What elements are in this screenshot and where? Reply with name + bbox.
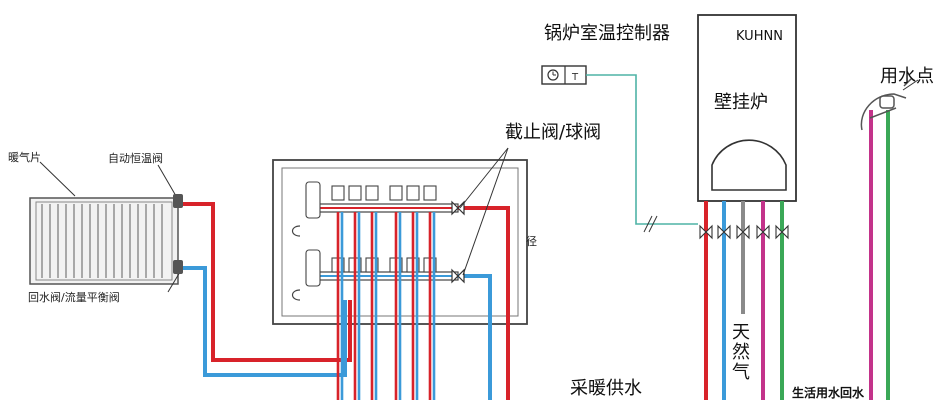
main-return-pipe: [458, 274, 492, 400]
boiler-valve: [756, 224, 770, 240]
stop-valve-label: 截止阀/球阀: [505, 122, 602, 143]
stop-valve-callout: [459, 147, 509, 276]
signal-cable: [586, 74, 698, 225]
natural-gas-label: 天然气: [729, 322, 750, 382]
boiler-valve: [736, 224, 750, 240]
valve-icon: [699, 224, 789, 240]
manifold-drain: [291, 225, 301, 237]
faucet-icon: [860, 77, 913, 131]
boiler-valve: [775, 224, 789, 240]
water-point-label: 用水点: [880, 66, 934, 87]
manifold-valve: [423, 185, 437, 201]
radiator-callout: [39, 161, 76, 197]
boiler-brand: KUHNN: [736, 29, 783, 44]
wall-boiler: [697, 14, 797, 202]
boiler-valve: [717, 224, 731, 240]
auto-thermo-valve-label: 自动恒温阀: [108, 152, 163, 165]
manifold-valve: [406, 185, 420, 201]
return-valve-callout: [167, 271, 181, 293]
valve-icon: [451, 200, 465, 284]
main-supply-pipe: [458, 206, 510, 400]
radiator-label: 暖气片: [8, 151, 41, 164]
thermostat-label: 锅炉室温控制器: [544, 23, 670, 44]
manifold-vent: [305, 249, 321, 287]
manifold-valve: [331, 185, 345, 201]
radiator-return-pipe: [178, 266, 347, 377]
return-valve-label: 回水阀/流量平衡阀: [28, 291, 120, 304]
manifold-valve: [348, 185, 362, 201]
manifold-valve: [365, 185, 379, 201]
thermo-valve-callout: [157, 164, 177, 197]
heating-supply-label: 采暖供水: [570, 378, 642, 399]
manifold-vent: [305, 181, 321, 219]
manifold-valve: [389, 185, 403, 201]
radiator-supply-pipe: [178, 202, 352, 362]
thermostat-icon: T: [541, 65, 587, 85]
svg-text:T: T: [571, 72, 579, 83]
domestic-return-label: 生活用水回水: [792, 386, 865, 400]
radiator: [29, 197, 179, 285]
manifold-pipes: [336, 212, 436, 400]
boiler-label: 壁挂炉: [714, 92, 768, 113]
pipe-diameter-label: 径: [526, 235, 537, 248]
manifold-drain: [291, 289, 301, 301]
boiler-valve: [699, 224, 713, 240]
valve-icon: [173, 194, 183, 274]
